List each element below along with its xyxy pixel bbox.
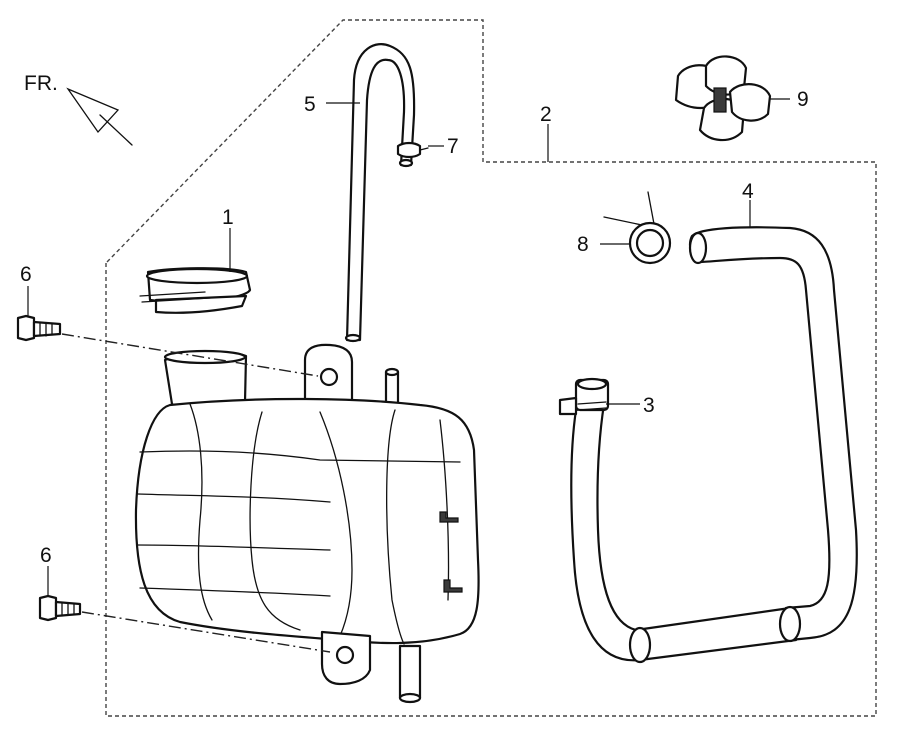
callout-7: 7 bbox=[447, 135, 459, 158]
callout-4: 4 bbox=[742, 180, 754, 203]
callout-3: 3 bbox=[643, 394, 655, 417]
front-direction-indicator: FR. bbox=[24, 72, 133, 146]
callout-5: 5 bbox=[304, 93, 316, 116]
assembly-boundary bbox=[105, 19, 877, 717]
hose-clamps-part bbox=[674, 55, 772, 142]
filler-cap-part bbox=[139, 267, 252, 314]
callout-9: 9 bbox=[797, 88, 809, 111]
lower-bolt-centerline bbox=[81, 611, 331, 653]
callout-1: 1 bbox=[222, 206, 234, 229]
orientation-label: FR. bbox=[24, 72, 58, 95]
hose-clip-part bbox=[396, 141, 429, 159]
callout-2: 2 bbox=[540, 103, 552, 126]
upper-bolt-part bbox=[16, 314, 62, 342]
curved-hose-part bbox=[688, 226, 858, 642]
callout-6-lower: 6 bbox=[40, 544, 52, 567]
spring-clip-part bbox=[603, 191, 672, 265]
overflow-hose-part bbox=[344, 43, 416, 343]
lower-hose-part bbox=[558, 377, 802, 664]
callout-6-upper: 6 bbox=[20, 263, 32, 286]
reservoir-tank-part bbox=[134, 343, 480, 704]
lower-bolt-part bbox=[38, 594, 82, 622]
callout-8: 8 bbox=[577, 233, 589, 256]
